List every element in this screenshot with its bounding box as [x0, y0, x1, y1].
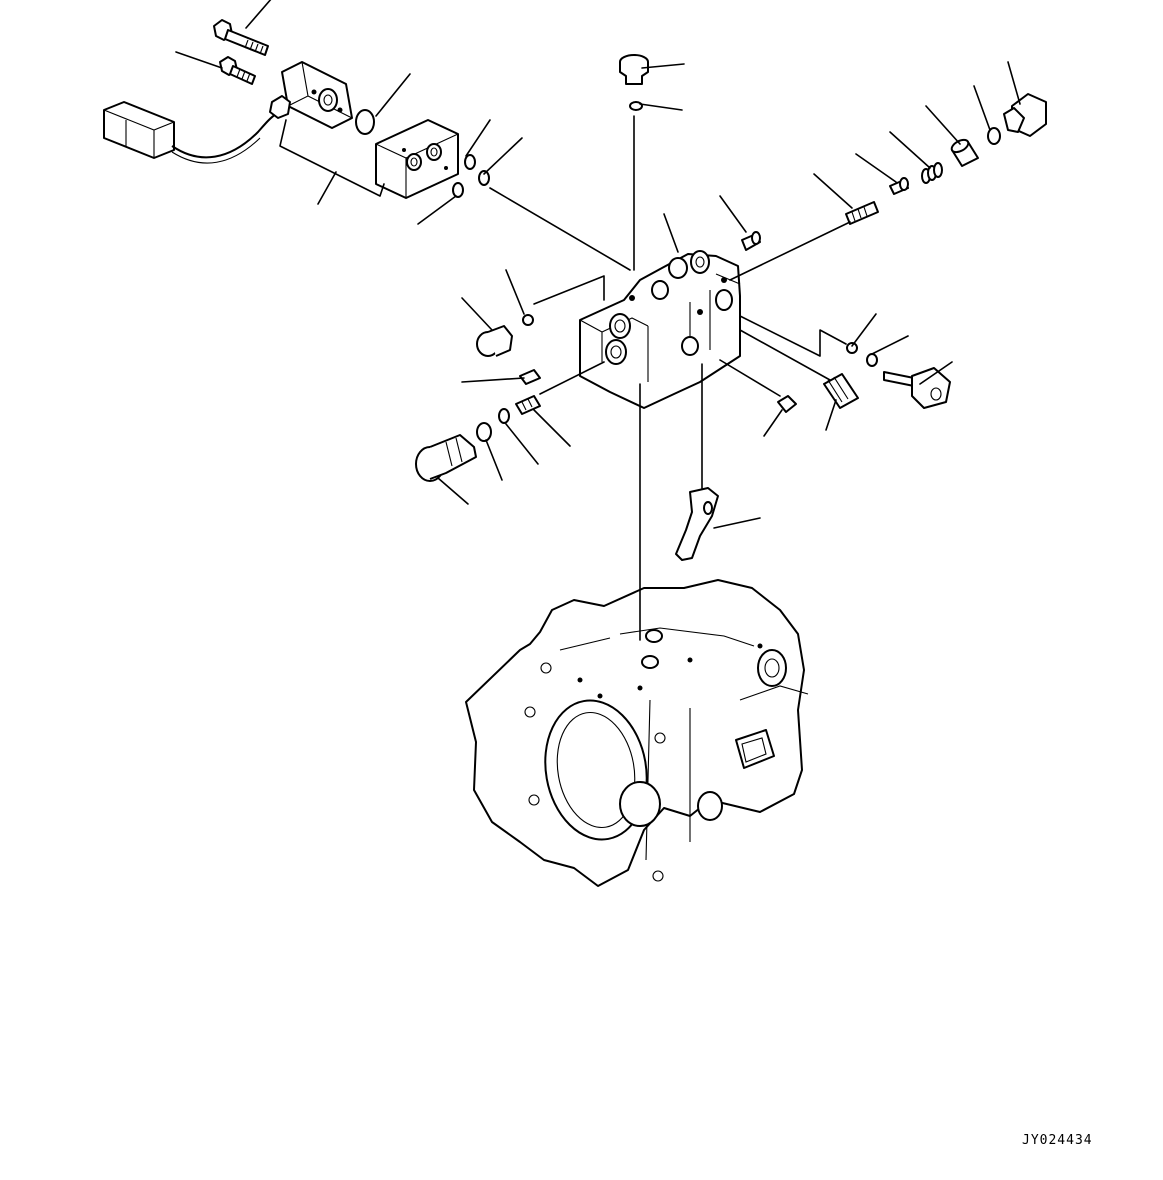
adjust-screw [845, 201, 879, 225]
o-ring [355, 109, 375, 135]
fitting-left-upper [519, 369, 541, 385]
o-ring-small [629, 101, 643, 111]
bolt-short [219, 56, 256, 85]
solenoid-valve-assembly [103, 19, 490, 199]
control-valve-body [579, 250, 741, 409]
o-ring [478, 170, 490, 186]
plug-left [476, 325, 513, 357]
o-ring [987, 127, 1001, 145]
spring [921, 162, 943, 184]
callout-lines [175, 0, 1021, 529]
o-ring [464, 154, 476, 170]
pump-housing [465, 579, 809, 887]
plug-stem [883, 367, 951, 409]
electrical-connector [103, 101, 175, 159]
solenoid-body [269, 61, 353, 129]
sleeve [950, 138, 979, 167]
plug-cap-small [777, 395, 797, 413]
piston-assembly [415, 434, 477, 482]
wire-harness [171, 113, 277, 159]
o-ring [452, 182, 464, 198]
o-ring [498, 408, 510, 424]
plug-top [619, 54, 649, 85]
plug-right-top [1003, 93, 1047, 137]
drawing-id: JY024434 [1022, 1133, 1093, 1148]
assembly-lines [489, 115, 851, 641]
plug-small [846, 342, 858, 354]
o-ring-small [866, 353, 878, 367]
o-ring-small [522, 314, 534, 326]
piston-small [889, 177, 909, 195]
o-ring [476, 422, 492, 442]
manifold-block [375, 119, 459, 199]
relief-valve [823, 373, 859, 409]
fitting-left-lower [515, 395, 541, 415]
bolt-long [213, 19, 269, 56]
cap [741, 231, 761, 251]
stopper-lever [675, 487, 719, 561]
